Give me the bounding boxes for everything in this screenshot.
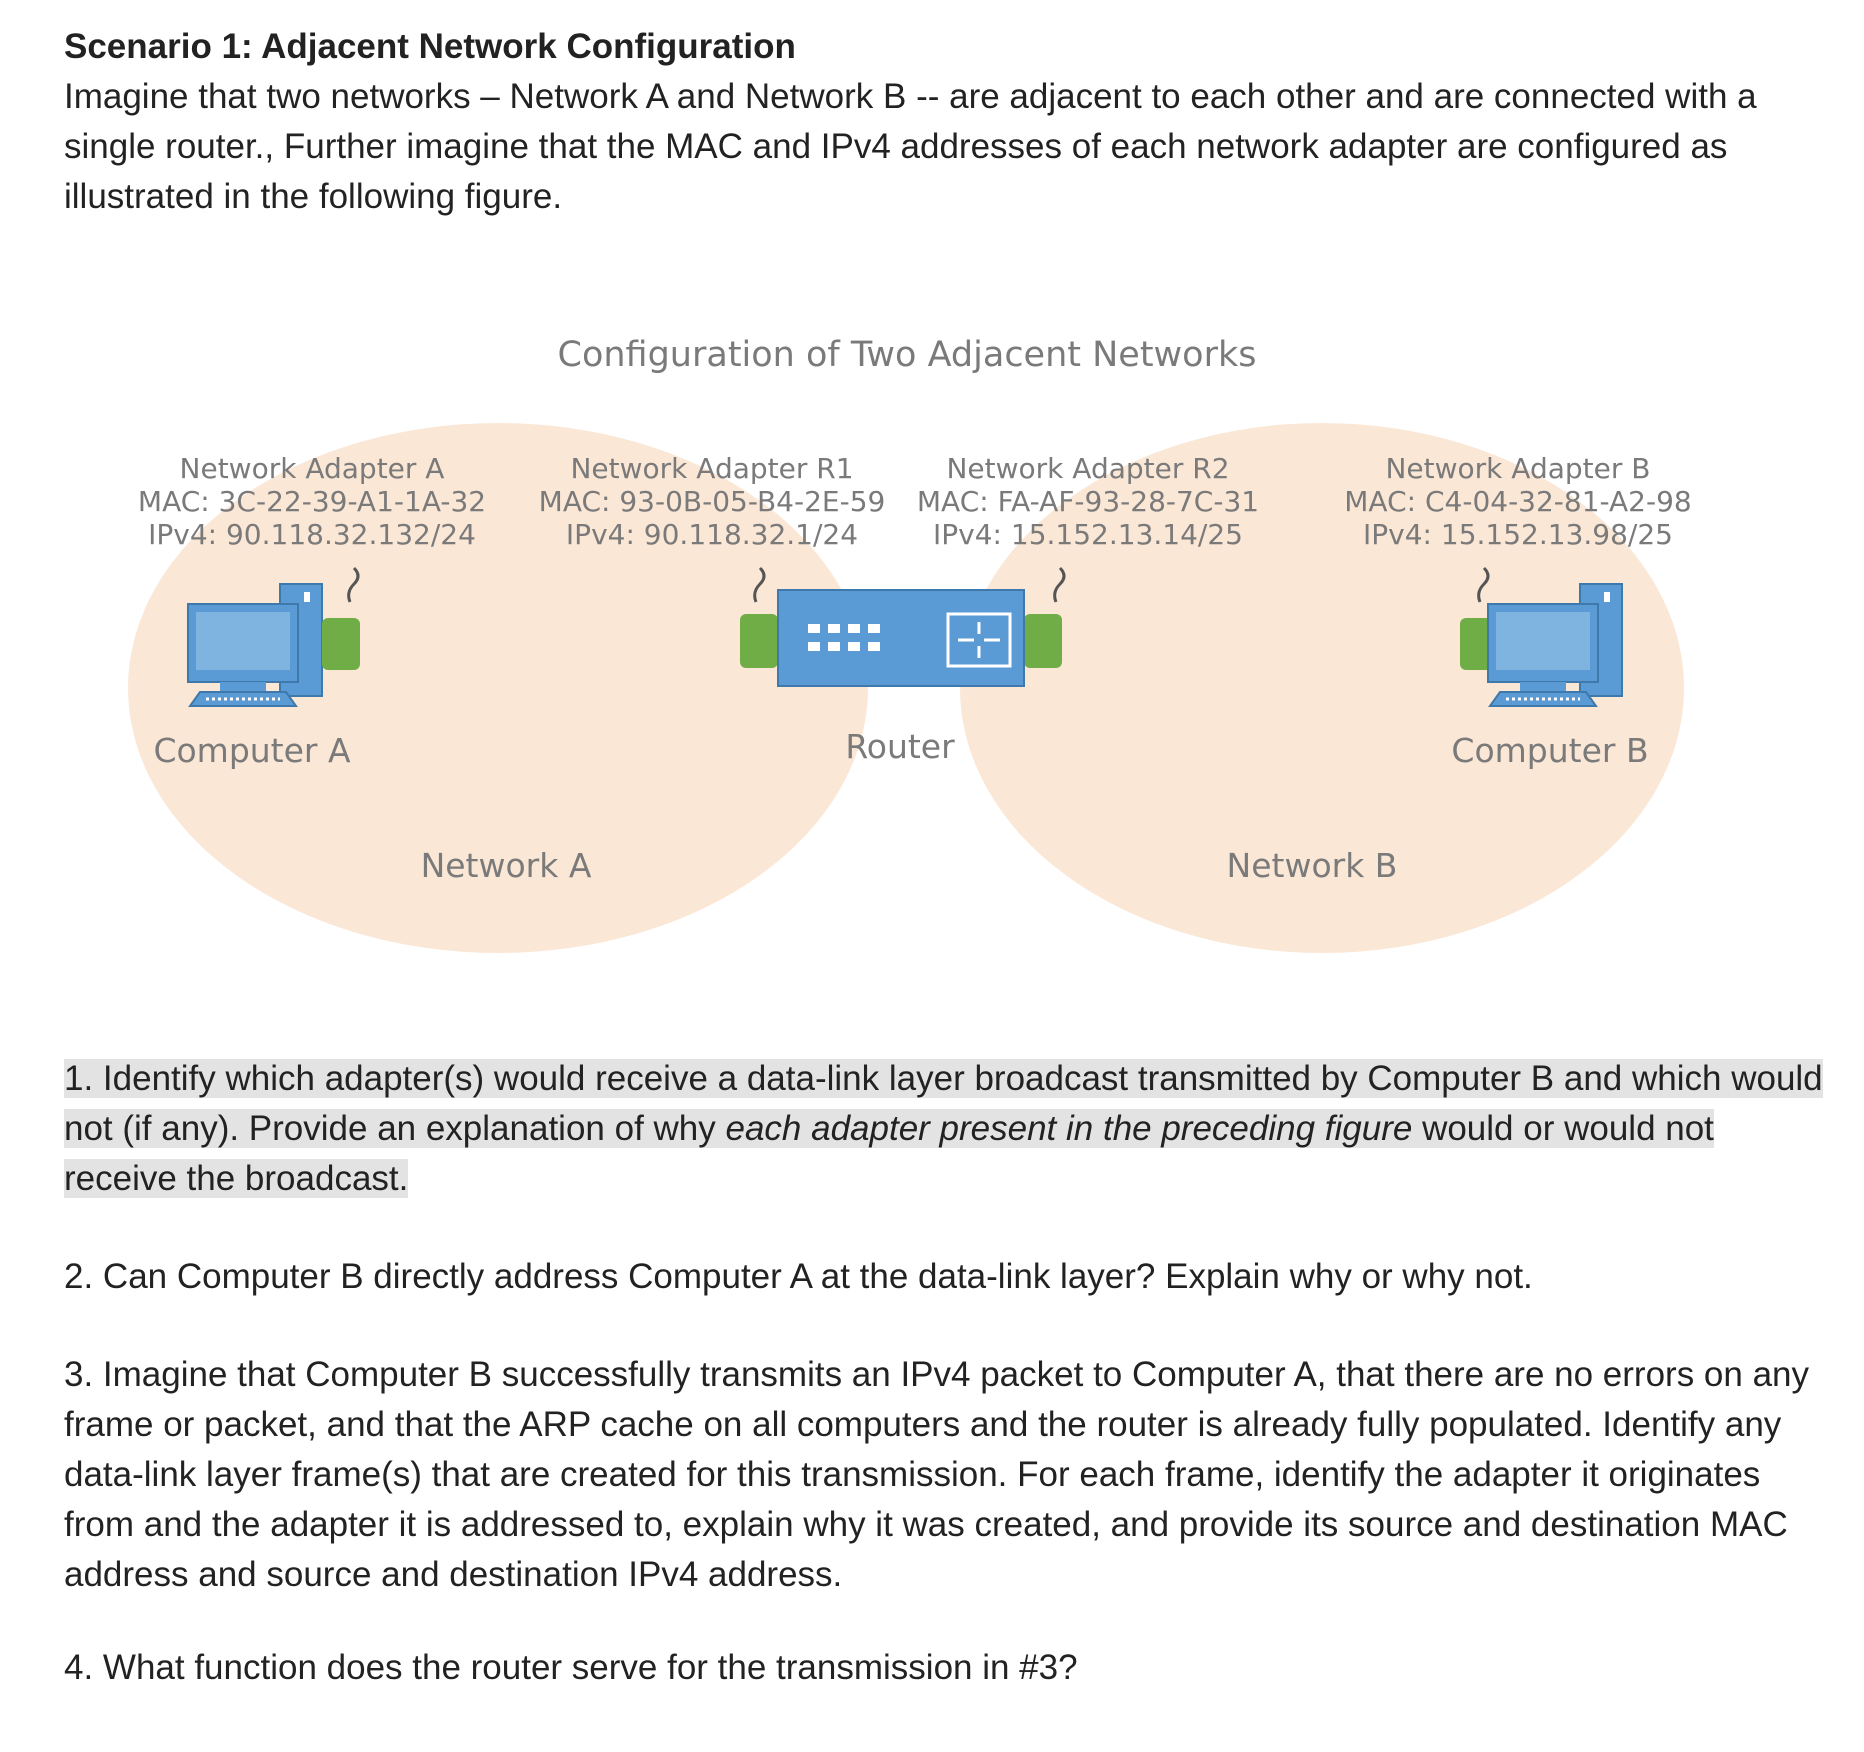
adapter-r1-connector-icon [753,566,766,603]
computer-b-icon [1460,583,1623,707]
adapter-b-ip: IPv4: 15.152.13.98/25 [1363,518,1673,551]
adapter-a-connector-icon [347,566,360,603]
computer-a-icon [187,583,360,707]
computer-a-label: Computer A [153,731,351,770]
question-3: 3. Imagine that Computer B successfully … [64,1355,1810,1594]
scenario-heading: Scenario 1: Adjacent Network Configurati… [64,27,796,66]
adapter-r2-ip: IPv4: 15.152.13.14/25 [933,518,1243,551]
adapter-a-name: Network Adapter A [180,452,445,485]
network-a-label: Network A [421,846,592,885]
adapter-r1-mac: MAC: 93-0B-05-B4-2E-59 [539,485,886,518]
adapter-b-connector-icon [1477,566,1490,603]
adapter-b-mac: MAC: C4-04-32-81-A2-98 [1344,485,1691,518]
question-2: 2. Can Computer B directly address Compu… [64,1257,1533,1296]
adapter-r2-mac: MAC: FA-AF-93-28-7C-31 [917,485,1259,518]
adapter-r2-name: Network Adapter R2 [946,452,1229,485]
question-1: 1. Identify which adapter(s) would recei… [64,1054,1824,1204]
adapter-r1-name: Network Adapter R1 [570,452,853,485]
network-b-label: Network B [1227,846,1398,885]
router-icon [740,589,1062,687]
intro-paragraph: Imagine that two networks – Network A an… [64,77,1757,216]
adapter-a-ip: IPv4: 90.118.32.132/24 [148,518,476,551]
adapter-a-mac: MAC: 3C-22-39-A1-1A-32 [138,485,486,518]
question-4: 4. What function does the router serve f… [64,1648,1078,1687]
computer-b-label: Computer B [1451,731,1648,770]
network-b-ellipse [960,423,1684,953]
network-diagram: Configuration of Two Adjacent Networks N… [128,335,1692,953]
adapter-b-name: Network Adapter B [1385,452,1650,485]
question-1-emphasis: each adapter present in the preceding fi… [725,1109,1413,1148]
router-label: Router [845,727,955,766]
figure-title: Configuration of Two Adjacent Networks [558,335,1257,375]
network-a-ellipse [128,423,868,953]
adapter-r2-connector-icon [1053,566,1066,603]
adapter-r1-ip: IPv4: 90.118.32.1/24 [566,518,858,551]
